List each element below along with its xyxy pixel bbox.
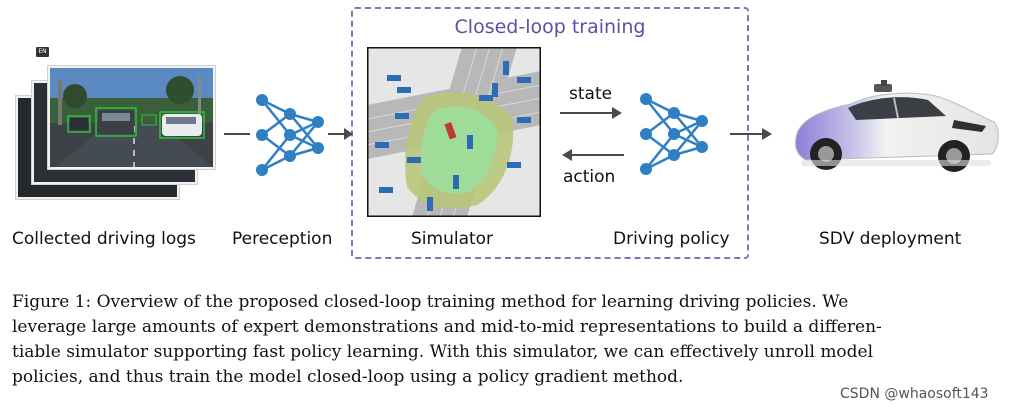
state-label: state xyxy=(569,84,613,104)
policy-network-icon xyxy=(640,93,708,175)
simulator-label: Simulator xyxy=(411,229,494,249)
sdv-car-image xyxy=(795,80,999,172)
arrow-logs-to-perception xyxy=(224,133,250,135)
arrow-action xyxy=(562,149,624,161)
en-badge: EN xyxy=(36,47,49,57)
policy-label: Driving policy xyxy=(613,229,730,249)
perception-label: Pereception xyxy=(232,229,333,249)
sdv-label: SDV deployment xyxy=(819,229,962,249)
logs-label: Collected driving logs xyxy=(12,229,196,249)
perception-network-icon xyxy=(256,94,324,176)
watermark: CSDN @whaosoft143 xyxy=(838,386,991,402)
arrow-policy-to-sdv xyxy=(730,128,772,140)
closed-loop-title: Closed-loop training xyxy=(454,16,646,38)
caption-line: Figure 1: Overview of the proposed close… xyxy=(12,292,849,312)
action-label: action xyxy=(563,167,616,187)
arrow-perception-to-simulator xyxy=(328,128,353,140)
driving-scene-image xyxy=(50,68,213,167)
caption-line: tiable simulator supporting fast policy … xyxy=(12,342,874,362)
driving-log-frame-front xyxy=(48,66,215,169)
caption-line: leverage large amounts of expert demonst… xyxy=(12,317,882,337)
simulator-map xyxy=(367,47,541,217)
caption-line: policies, and thus train the model close… xyxy=(12,367,684,387)
figure-caption: Figure 1: Overview of the proposed close… xyxy=(12,290,1014,390)
arrow-state xyxy=(560,107,622,119)
